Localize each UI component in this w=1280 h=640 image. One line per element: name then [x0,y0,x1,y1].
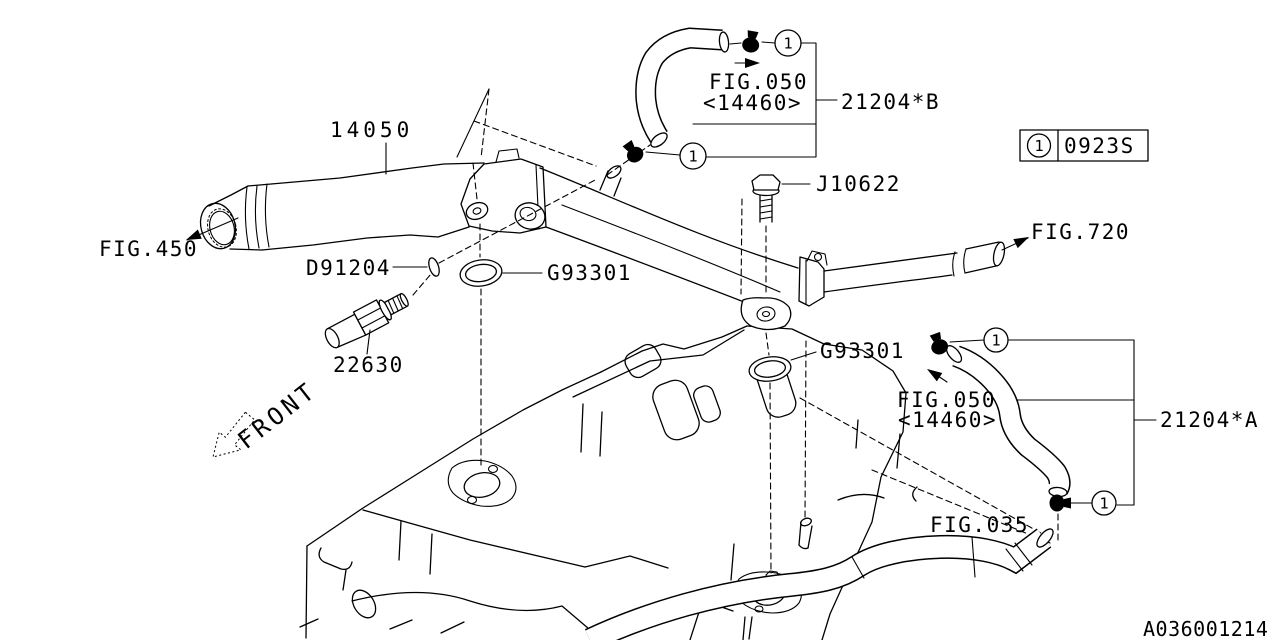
fig050-bottom-arrow-icon [924,364,943,382]
callout-1-badge: 1 [775,30,801,56]
engine-water-port-left [448,460,516,506]
fig720-arrow-icon [1013,232,1032,249]
figure-reference-arrows [184,58,1032,382]
label-fig-050-bottom: FIG.050 [897,388,996,412]
fig035-hose-art [590,526,1056,640]
fig050-top-arrow-icon [745,58,760,68]
label-fig-050-bottom-sub: <14460> [898,408,997,432]
label-bolt-j10622: J10622 [816,172,901,196]
callout-bracket-lines [367,42,1156,577]
callout-number: 1 [991,332,1000,350]
legend-callout-number: 1 [1034,137,1043,155]
label-main-pipe-14050: 14050 [330,118,413,142]
assembly-guide-lines [413,89,1058,573]
o-ring-g93301-1 [458,257,503,289]
label-fig-050-top: FIG.050 [709,70,808,94]
front-label: FRONT [232,376,322,455]
hose-clamp-icon [620,138,647,166]
legend-part-code: 0923S [1064,134,1135,158]
label-fig-450: FIG.450 [99,237,198,261]
callout-number: 1 [783,35,792,53]
label-hose-21204a: 21204*A [1160,408,1259,432]
label-fig-050-top-sub: <14460> [703,91,802,115]
part-labels: 14050 FIG.450 D91204 G93301 22630 J10622… [99,70,1259,537]
hose-21204a-art [944,343,1068,497]
o-ring-g93301-2 [748,354,793,384]
fig720-branch-pipe [824,241,1006,292]
label-o-ring-g93301-1: G93301 [547,261,632,285]
drawing-number: A036001214 [1143,617,1268,640]
label-fig-720: FIG.720 [1031,220,1130,244]
sensor-22630-art [321,287,412,352]
washer-d91204-art [427,257,441,278]
hose-clamp-icon [926,330,951,357]
label-sensor-22630: 22630 [333,353,404,377]
front-direction-arrow: FRONT [213,376,322,457]
callout-number: 1 [688,148,697,166]
label-fig-035: FIG.035 [930,513,1029,537]
hose-clamp-icon [1049,494,1071,512]
legend-clamp-key: 1 0923S [1020,130,1148,161]
hose-21204b-art [646,32,730,150]
callout-1-badge: 1 [680,143,706,169]
callout-1-badge: 1 [1092,491,1116,515]
label-o-ring-g93301-2: G93301 [820,339,905,363]
callout-number: 1 [1099,495,1108,513]
front-arrow-icon [213,412,255,457]
label-hose-21204b: 21204*B [841,90,940,114]
hose-clamp-icon [740,29,762,54]
label-washer-d91204: D91204 [306,256,391,280]
callout-1-badge: 1 [984,328,1008,352]
water-pipe-14050-art [196,89,1007,330]
bolt-j10622-art [752,175,780,222]
